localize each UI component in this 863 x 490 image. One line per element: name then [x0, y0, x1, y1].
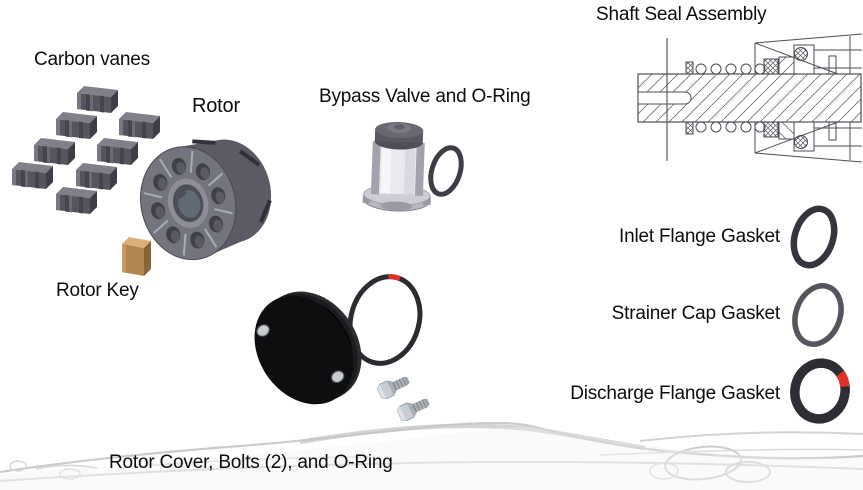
water-wave-decoration — [0, 421, 863, 490]
discharge-flange-gasket-label: Discharge Flange Gasket — [570, 383, 780, 404]
wave-swirls — [9, 445, 771, 483]
hex-bolt-icon — [396, 398, 430, 422]
bypass-valve — [362, 121, 431, 212]
bypass-o-ring — [428, 145, 464, 197]
rotor-key-label: Rotor Key — [56, 280, 139, 301]
rotor-holes — [150, 157, 226, 249]
rotor-cover-label: Rotor Cover, Bolts (2), and O-Ring — [109, 452, 393, 473]
cover-o-ring — [347, 274, 423, 366]
red-marker — [836, 370, 850, 388]
rotor-label: Rotor — [192, 95, 240, 117]
shaft-seal-label: Shaft Seal Assembly — [596, 4, 767, 25]
discharge-flange-gasket-illustration — [790, 358, 850, 424]
strainer-cap-gasket-illustration — [792, 283, 844, 347]
rotor-cover — [254, 291, 362, 405]
bypass-valve-label: Bypass Valve and O-Ring — [319, 86, 531, 107]
rotor-vane-slots — [143, 150, 233, 256]
rotor-illustration — [140, 139, 272, 261]
bypass-valve-and-oring-illustration — [362, 121, 464, 212]
rotor-cover-bolts-oring-illustration — [254, 274, 430, 422]
inlet-flange-gasket-label: Inlet Flange Gasket — [619, 226, 780, 247]
rotor-key-illustration — [122, 237, 151, 276]
strainer-cap-gasket-label: Strainer Cap Gasket — [611, 303, 781, 324]
shaft-seal-assembly-drawing — [637, 33, 863, 163]
rotor-hub — [167, 178, 209, 228]
carbon-vanes-label: Carbon vanes — [34, 49, 150, 70]
hex-bolt-icon — [376, 376, 410, 400]
inlet-flange-gasket-illustration — [790, 205, 838, 269]
